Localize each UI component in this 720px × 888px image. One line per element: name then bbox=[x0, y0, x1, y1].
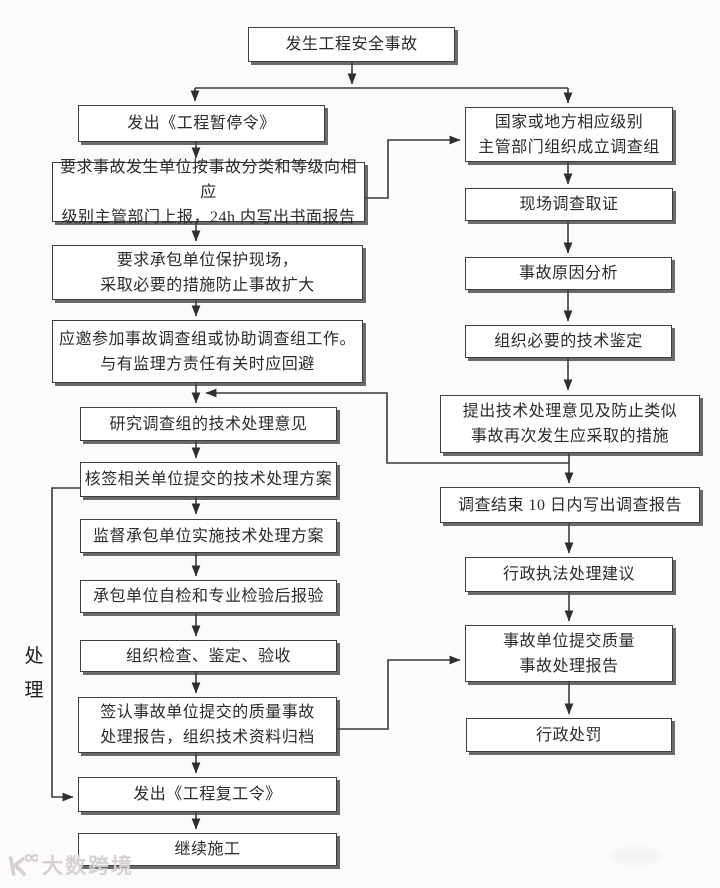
node-report-to-authorities: 要求事故发生单位按事故分类和等级向相应 级别主管部门上报，24h 内写出书面报告 bbox=[52, 159, 365, 226]
node-propose-technical-opinions: 提出技术处理意见及防止类似 事故再次发生应采取的措施 bbox=[440, 395, 700, 453]
side-label-handling: 处 理 bbox=[24, 646, 44, 701]
faint-watermark-smudge bbox=[612, 848, 660, 864]
node-administrative-penalty: 行政处罚 bbox=[466, 718, 672, 752]
node-sign-quality-accident-report: 签认事故单位提交的质量事故 处理报告，组织技术资料归档 bbox=[78, 697, 337, 753]
node-continue-construction: 继续施工 bbox=[78, 833, 337, 866]
node-issue-resume-work-order: 发出《工程复工令》 bbox=[78, 777, 337, 812]
node-contractor-self-inspection: 承包单位自检和专业检验后报验 bbox=[80, 580, 337, 613]
node-unit-submit-quality-report: 事故单位提交质量 事故处理报告 bbox=[465, 625, 673, 682]
node-technical-appraisal: 组织必要的技术鉴定 bbox=[465, 325, 672, 358]
node-investigation-report-10-days: 调查结束 10 日内写出调查报告 bbox=[440, 487, 700, 523]
node-site-investigation: 现场调查取证 bbox=[465, 188, 673, 221]
node-authority-form-investigation-team: 国家或地方相应级别 主管部门组织成立调查组 bbox=[465, 107, 673, 162]
node-study-technical-opinions: 研究调查组的技术处理意见 bbox=[80, 407, 337, 441]
node-supervise-implementation: 监督承包单位实施技术处理方案 bbox=[80, 519, 337, 553]
node-organize-inspection-acceptance: 组织检查、鉴定、验收 bbox=[80, 640, 337, 672]
watermark-brand-text: 大数跨境 bbox=[42, 855, 134, 878]
node-protect-site: 要求承包单位保护现场， 采取必要的措施防止事故扩大 bbox=[52, 245, 363, 300]
node-join-investigation-team: 应邀参加事故调查组或协助调查组工作。 与有监理方责任有关时应回避 bbox=[52, 320, 363, 383]
node-cause-analysis: 事故原因分析 bbox=[465, 257, 672, 290]
node-countersign-technical-plan: 核签相关单位提交的技术处理方案 bbox=[80, 462, 337, 497]
node-issue-suspension-order: 发出《工程暂停令》 bbox=[78, 105, 325, 142]
watermark: 大数跨境 bbox=[6, 850, 134, 880]
node-administrative-enforcement-suggestion: 行政执法处理建议 bbox=[465, 557, 673, 592]
dashu-kuajing-logo-icon bbox=[6, 853, 38, 878]
node-accident-occurs: 发生工程安全事故 bbox=[248, 27, 455, 62]
